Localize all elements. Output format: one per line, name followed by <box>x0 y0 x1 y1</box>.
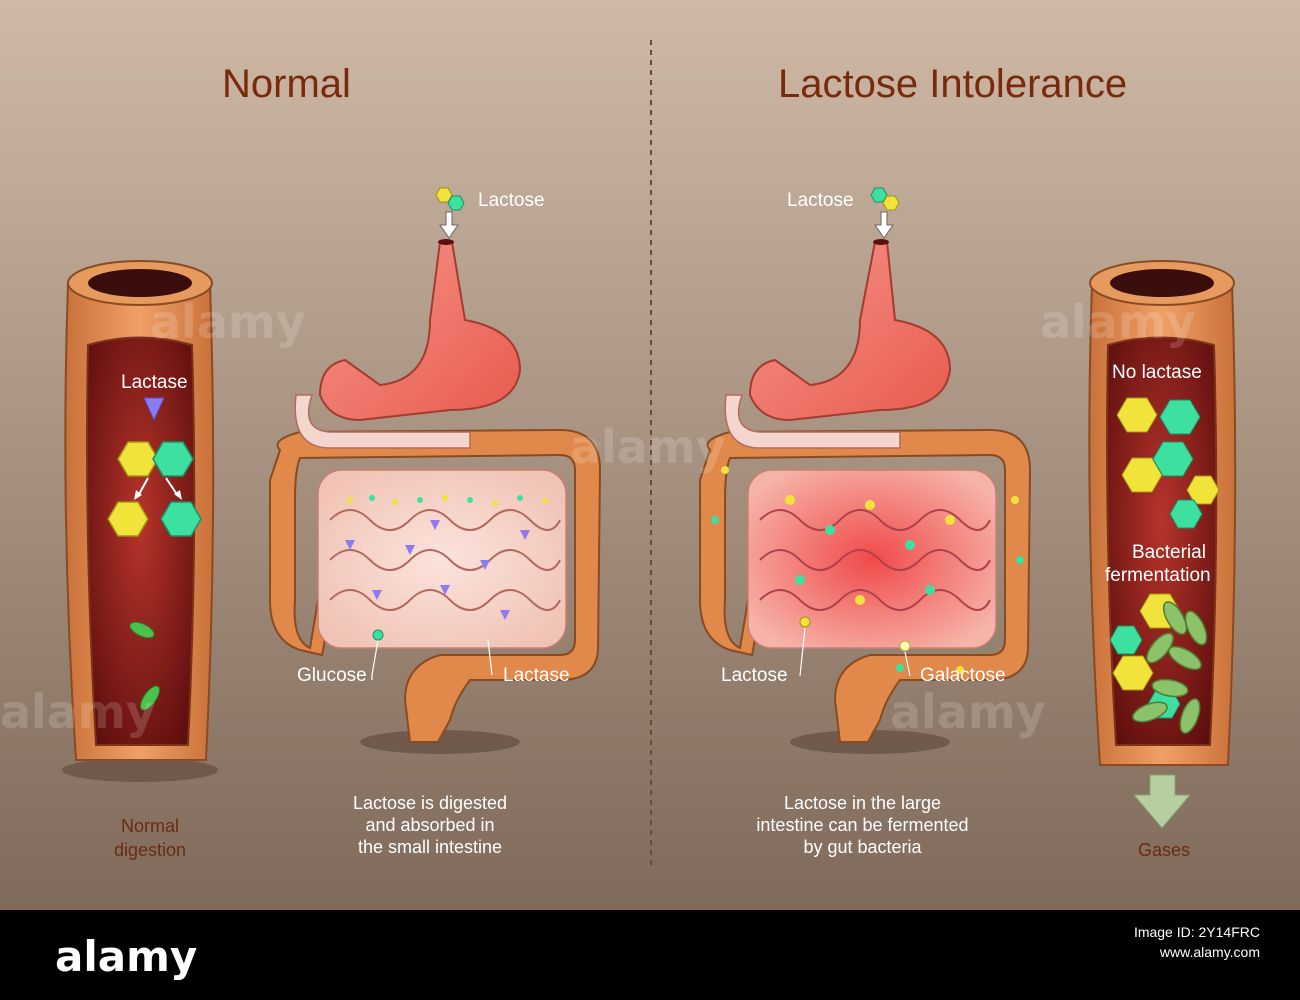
label-lactose-normal: Lactose <box>478 190 545 211</box>
watermark-3: alamy <box>1040 295 1196 349</box>
watermark-1: alamy <box>150 295 306 349</box>
site-url: www.alamy.com <box>1159 944 1260 960</box>
label-bacterial: Bacterial <box>1132 542 1206 563</box>
intestine-tube-normal <box>62 260 218 782</box>
intestine-tube-intolerance <box>1088 260 1237 829</box>
stock-footer-bar: alamy Image ID: 2Y14FRC www.alamy.com <box>0 910 1300 1000</box>
watermark-2: alamy <box>570 420 726 474</box>
label-lactase-small-intestine: Lactase <box>503 665 570 686</box>
watermark-5: alamy <box>890 685 1046 739</box>
digestive-system-normal <box>269 187 602 754</box>
image-id-block: Image ID: 2Y14FRC www.alamy.com <box>1134 922 1260 962</box>
label-galactose: Galactose <box>920 665 1006 686</box>
title-lactose-intolerance: Lactose Intolerance <box>778 62 1128 106</box>
caption-normal: Lactose is digested and absorbed in the … <box>352 793 508 857</box>
label-lactose-small-intestine: Lactose <box>721 665 788 686</box>
label-lactose-intolerance: Lactose <box>787 190 854 211</box>
diagram-illustration <box>0 0 1300 910</box>
image-id: Image ID: 2Y14FRC <box>1133 924 1260 940</box>
label-gases: Gases <box>1137 840 1191 860</box>
digestive-system-intolerance <box>699 187 1032 754</box>
label-normal-digestion: Normal digestion <box>113 816 187 860</box>
label-glucose: Glucose <box>297 665 367 686</box>
caption-intolerance: Lactose in the large intestine can be fe… <box>756 793 969 857</box>
watermark-4: alamy <box>0 685 156 739</box>
label-no-lactase: No lactase <box>1112 362 1202 383</box>
title-normal: Normal <box>222 62 351 106</box>
label-lactase-tube: Lactase <box>121 372 188 393</box>
alamy-logo: alamy <box>55 932 198 981</box>
label-fermentation: fermentation <box>1105 565 1211 586</box>
